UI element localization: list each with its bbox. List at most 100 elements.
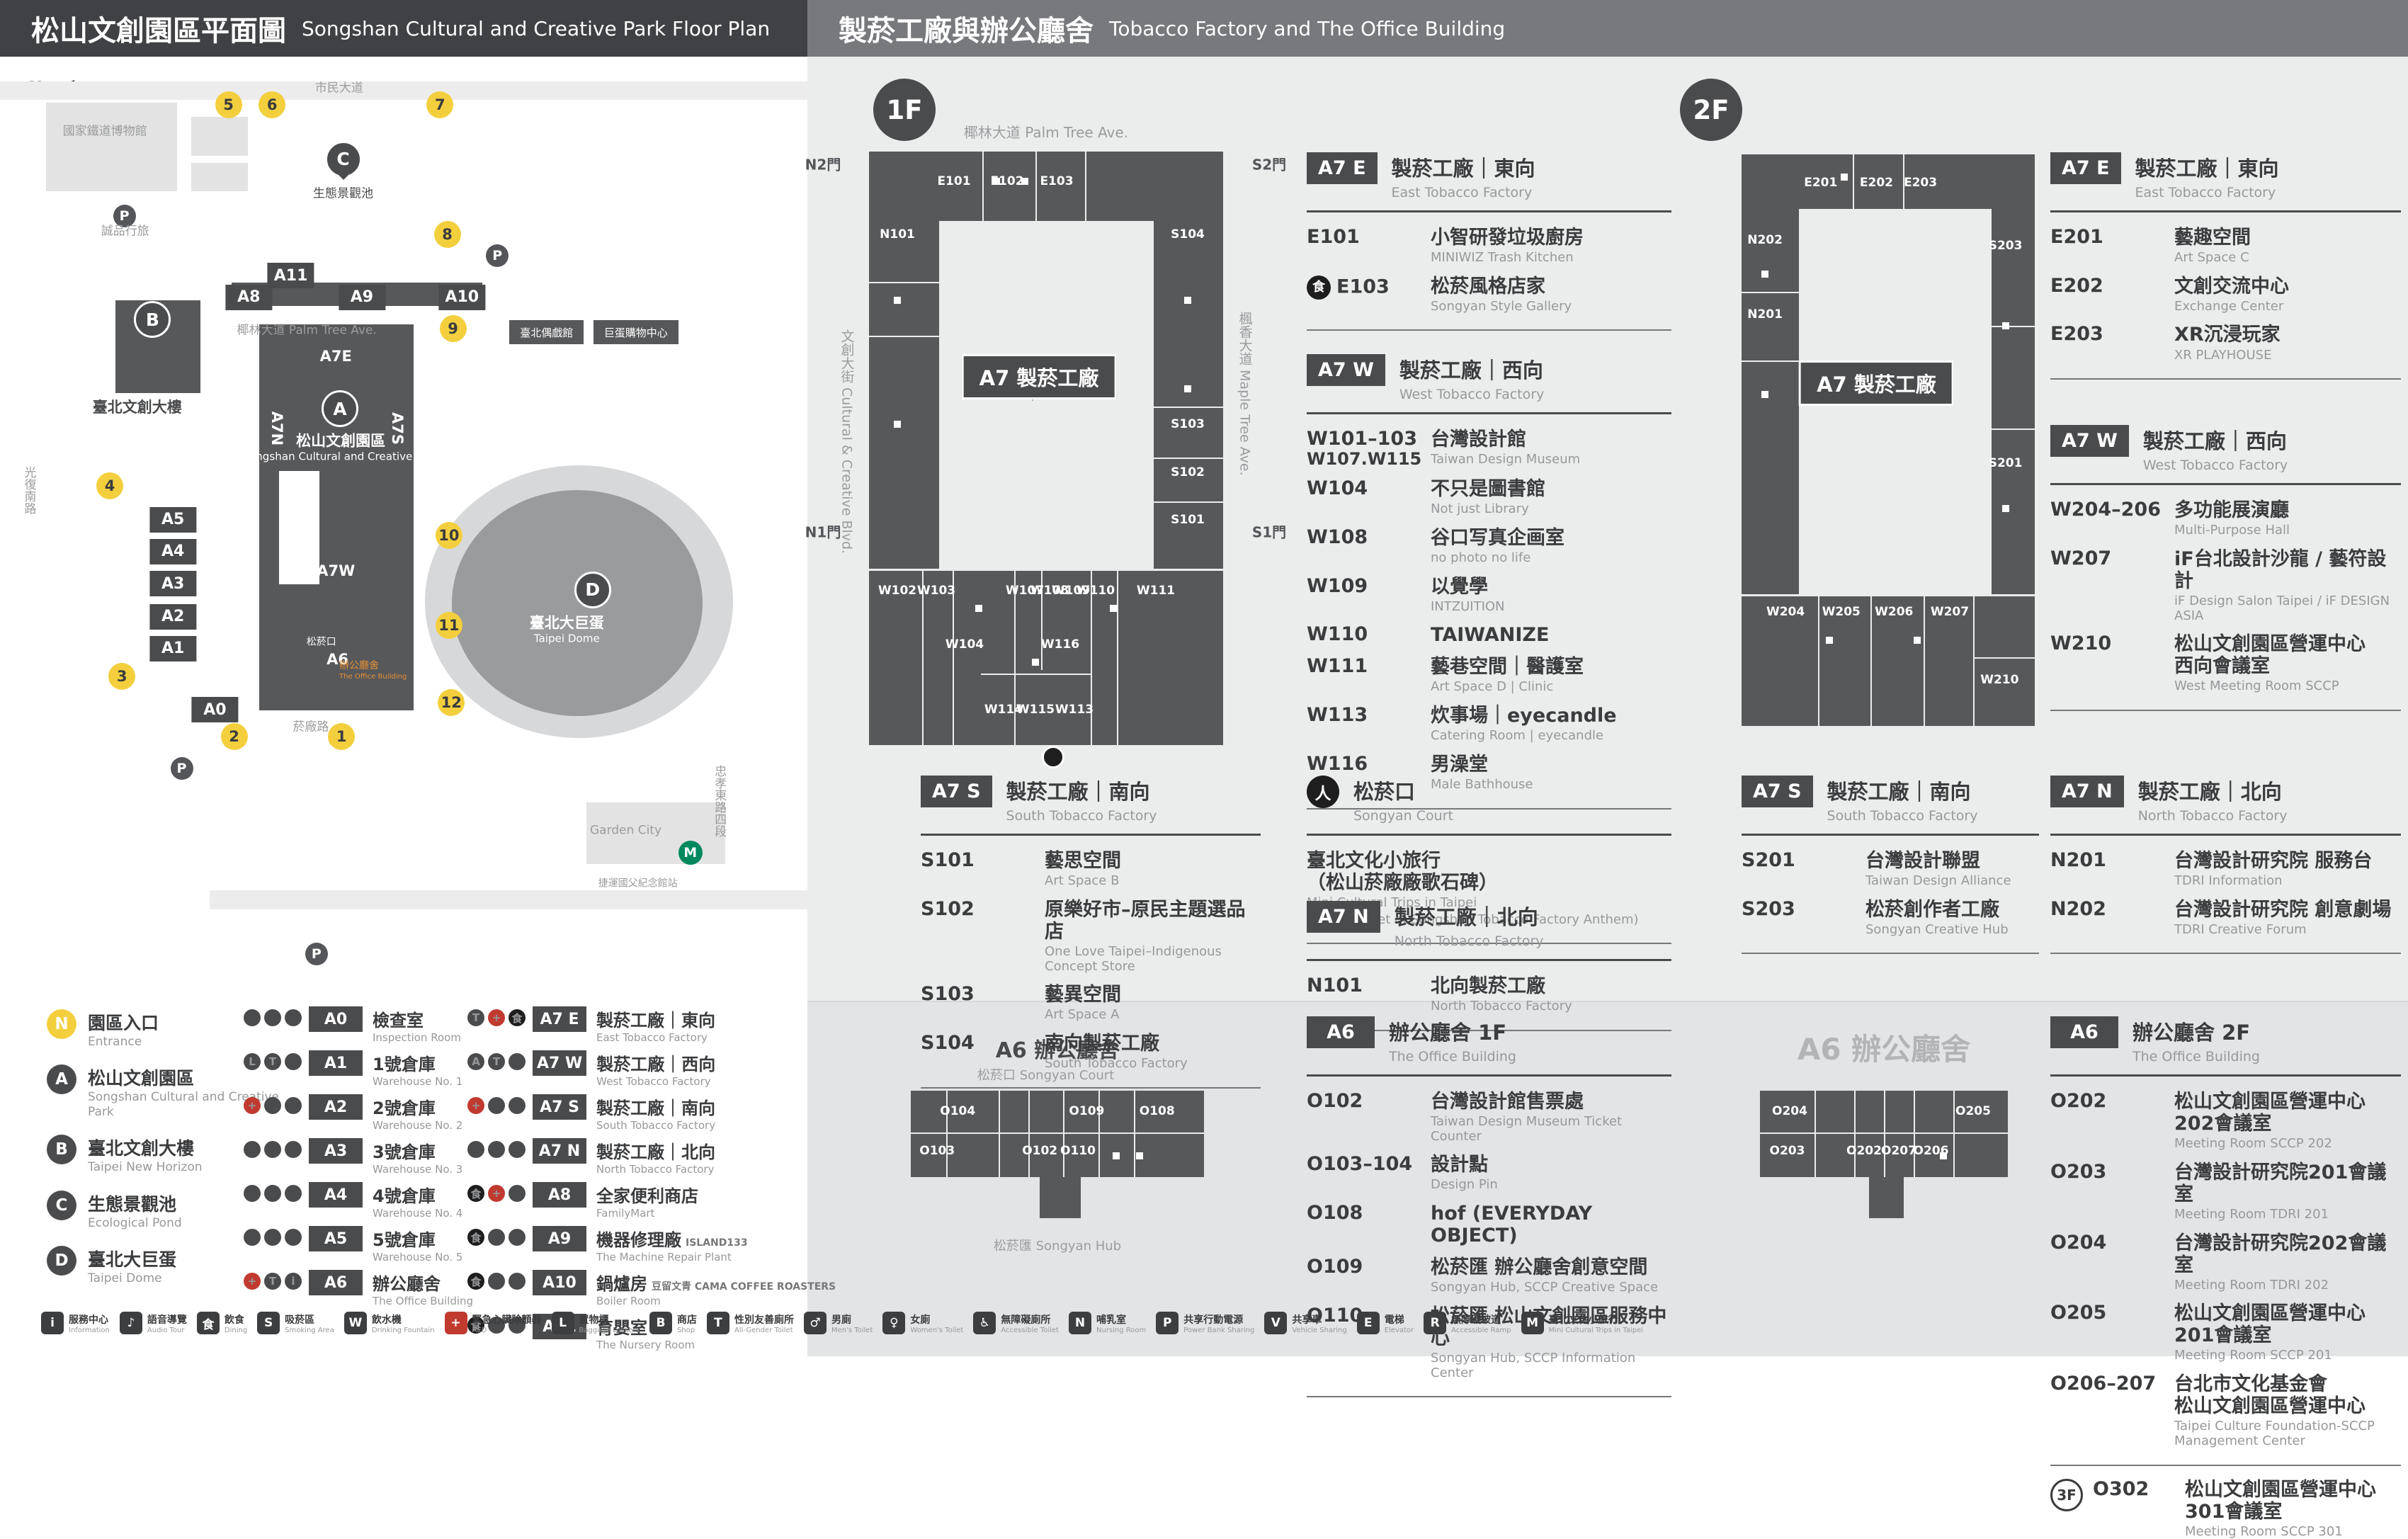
facility-icon: E	[1356, 1312, 1380, 1334]
room-row: O205 松山文創園區營運中心201會議室 Meeting Room SCCP …	[2050, 1302, 2401, 1363]
building-chip: A5	[149, 506, 197, 533]
room-name: 台灣設計館售票處 Taiwan Design Museum Ticket Cou…	[1431, 1091, 1623, 1144]
area-marker: B	[47, 1135, 76, 1165]
facility-icon	[1761, 390, 1769, 398]
room-row: O206–207 台北市文化基金會松山文創園區營運中心 Taipei Cultu…	[2050, 1373, 2401, 1448]
room-row: S102 原樂好市–原民主題選品店 One Love Taipei–Indige…	[921, 897, 1261, 974]
facility-icon: R	[1424, 1312, 1447, 1334]
room-code: O302	[2093, 1477, 2149, 1500]
entrance-marker: 8	[433, 221, 461, 249]
floor-badge-1f: 1F	[873, 79, 936, 141]
legend-en: FamilyMart	[596, 1207, 655, 1220]
plan-room-label: W115	[1016, 702, 1055, 717]
plan-room-label: E101	[937, 174, 971, 188]
room-code: W104	[1307, 477, 1368, 500]
plan-room-label: O207	[1881, 1144, 1916, 1159]
room-name: 藝巷空間｜醫護室 Art Space D | Clinic	[1431, 656, 1584, 695]
area-marker: C	[324, 140, 362, 178]
facility-icon: ♀	[882, 1312, 906, 1334]
legend-zh: 2號倉庫	[373, 1098, 436, 1118]
room-row: W207 iF台北設計沙龍 / 藝符設計 iF Design Salon Tai…	[2050, 547, 2401, 623]
legend-row-icons	[241, 1006, 309, 1026]
park-map: N 臺北偶戲館 巨蛋購物中心	[0, 57, 807, 999]
facility-icon	[285, 1185, 302, 1202]
icon-label-en: Accessible Ramp	[1451, 1326, 1511, 1334]
facility-icon	[488, 1009, 505, 1026]
room-list: O102 台灣設計館售票處 Taiwan Design Museum Ticke…	[1307, 1090, 1671, 1398]
plan-room-label: W206	[1875, 604, 1914, 619]
room-code: S102	[921, 897, 975, 920]
facility-icon	[264, 1185, 281, 1202]
plan-room-label: S101	[1171, 512, 1205, 527]
room-name: 南向製菸工廠 South Tobacco Factory	[1045, 1032, 1188, 1071]
room-code: E201	[2050, 226, 2103, 248]
facility-icon: +	[444, 1312, 467, 1334]
room-code: O102	[1307, 1090, 1363, 1112]
legend-zh: 園區入口	[88, 1013, 159, 1033]
legend-en: North Tobacco Factory	[596, 1163, 715, 1176]
room-name: 松山文創園區營運中心201會議室 Meeting Room SCCP 201	[2174, 1302, 2366, 1363]
plan-room-label: S203	[1988, 239, 2023, 254]
room-name: hof (EVERYDAY OBJECT)	[1431, 1203, 1593, 1247]
icon-label-zh: 商店	[676, 1314, 697, 1326]
facility-icon	[488, 1053, 505, 1070]
room-code: W111	[1307, 655, 1368, 678]
legend-row-icons	[241, 1226, 309, 1246]
map-label: 生態景觀池	[313, 186, 373, 201]
facility-icon	[467, 1009, 484, 1026]
map-building-block	[0, 81, 807, 101]
facility-icon	[467, 1317, 484, 1334]
map-label: A7W	[317, 562, 356, 580]
facility-icon	[244, 1053, 261, 1070]
section-title-en: Tobacco Factory and The Office Building	[1109, 16, 1506, 40]
legend-en: The Office Building	[373, 1295, 474, 1307]
room-name: 多功能展演廳 Multi-Purpose Hall	[2174, 499, 2290, 538]
icon-label-en: Smoking Area	[285, 1326, 334, 1334]
section-2f-south: A7 S 製菸工廠｜南向 South Tobacco Factory S201 …	[1742, 776, 2039, 955]
section-title-zh: 辦公廳舍 1F	[1389, 1021, 1507, 1045]
room-code: W204–206	[2050, 499, 2162, 521]
building-chip: A10	[438, 284, 486, 310]
a6-wing	[1869, 1177, 1904, 1218]
room-code: W108	[1307, 526, 1368, 548]
room-name: 松山文創園區營運中心301會議室 Meeting Room SCCP 301	[2185, 1478, 2376, 1539]
section-badge: A7 S	[1742, 776, 1813, 807]
facility-icon	[1042, 745, 1064, 768]
facility-icon: V	[1264, 1312, 1288, 1334]
facility-icon: ♂	[803, 1312, 827, 1334]
plan-room-label: E202	[1859, 176, 1893, 191]
section-title-en: West Tobacco Factory	[1399, 387, 1545, 402]
building-chip: A3	[309, 1138, 363, 1164]
facility-icon	[244, 1009, 261, 1026]
room-row: N202 台灣設計研究院 創意劇場 TDRI Creative Forum	[2050, 898, 2401, 938]
room-row: W108 谷口写真企画室 no photo no life	[1307, 526, 1671, 566]
legend-zh: 松山文創園區	[88, 1068, 195, 1089]
page-title-zh: 松山文創園區平面圖	[31, 15, 286, 47]
legend-en: Inspection Room	[373, 1031, 461, 1044]
facility-icon	[244, 1229, 261, 1246]
facility-icon	[488, 1317, 505, 1334]
section-badge: A7 W	[1307, 354, 1385, 386]
songyan-court-label: 松菸口 Songyan Court	[977, 1068, 1115, 1083]
facility-icon	[467, 1185, 484, 1202]
room-name: iF台北設計沙龍 / 藝符設計 iF Design Salon Taipei /…	[2174, 547, 2390, 623]
facility-icon	[1021, 177, 1028, 185]
room-code: W116	[1307, 752, 1368, 775]
facility-icon	[244, 1097, 261, 1114]
icon-label-en: Vehicle Sharing	[1292, 1326, 1347, 1334]
parking-icon: P	[170, 757, 193, 780]
entrance-marker: 6	[259, 91, 286, 118]
section-title-zh: 製菸工廠｜東向	[1391, 157, 1535, 181]
plan-room-label: N101	[880, 227, 915, 242]
legend-row-icons	[241, 1182, 309, 1202]
section-badge: A6	[2050, 1016, 2118, 1048]
